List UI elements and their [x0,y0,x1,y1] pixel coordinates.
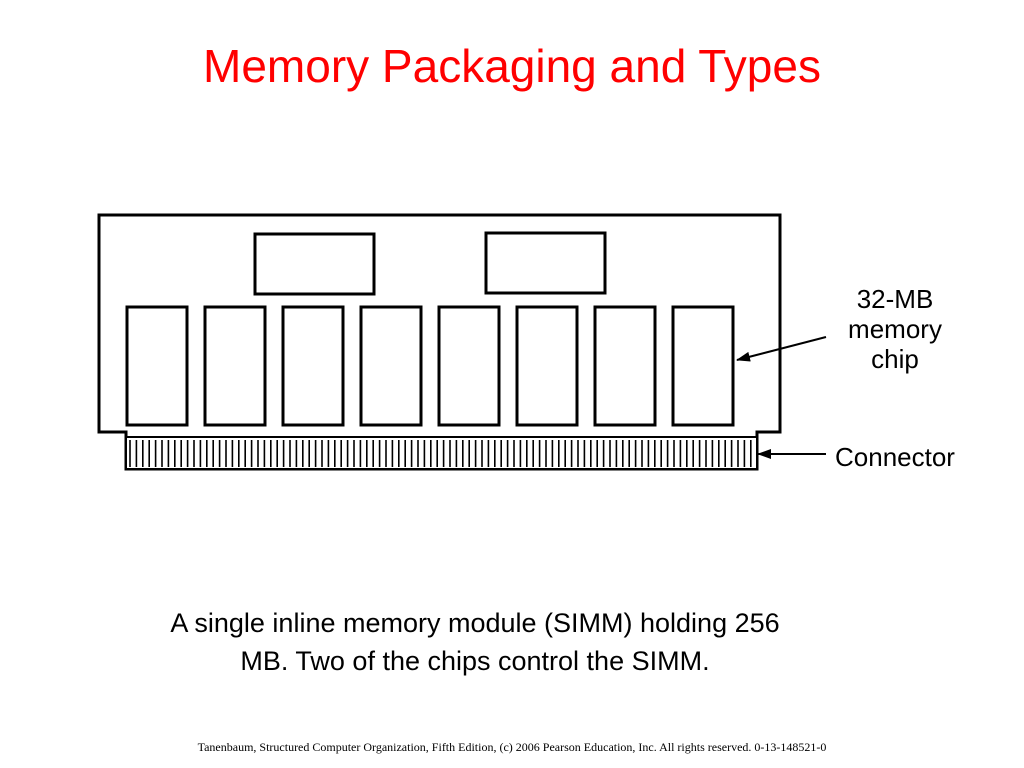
connector-strip [125,436,758,470]
memory-chip [671,305,735,427]
copyright-footer: Tanenbaum, Structured Computer Organizat… [197,740,827,754]
slide-caption: A single inline memory module (SIMM) hol… [80,604,870,680]
memory-chip [515,305,579,427]
memory-chip-label-line: memory [848,314,942,344]
memory-chip-arrow [736,336,827,362]
connector-label: Connector [835,442,955,472]
memory-chip [125,305,189,427]
memory-chip [281,305,345,427]
memory-chip [203,305,267,427]
caption-line: MB. Two of the chips control the SIMM. [240,646,710,676]
slide-title: Memory Packaging and Types [203,40,821,92]
memory-chip-label-line: chip [871,344,919,374]
memory-chip-label: 32-MB memory chip [820,284,970,374]
memory-chip [437,305,501,427]
memory-chip [359,305,423,427]
connector-pins [129,440,752,467]
control-chip [484,231,607,295]
memory-chip-label-line: 32-MB [856,284,934,314]
caption-line: A single inline memory module (SIMM) hol… [170,608,780,638]
control-chip [253,232,376,296]
memory-chip [593,305,657,427]
